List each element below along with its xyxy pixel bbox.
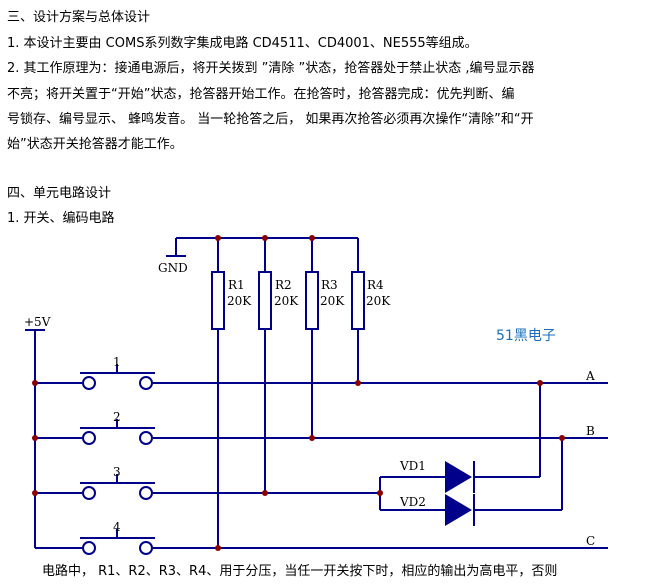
output-a-label: A bbox=[585, 369, 595, 383]
resistor-r1 bbox=[211, 271, 225, 330]
heading-section-3: 三、设计方案与总体设计 bbox=[7, 10, 151, 25]
paragraph-2-line-4: 始”状态开关抢答器才能工作。 bbox=[7, 137, 183, 152]
diode-vd2-label: VD2 bbox=[399, 495, 426, 509]
resistor-r4-value: 20K bbox=[366, 294, 391, 308]
resistor-r1-name: R1 bbox=[228, 278, 245, 292]
subheading-switch-encoder: 1. 开关、编码电路 bbox=[7, 211, 115, 226]
switch-1 bbox=[80, 364, 155, 390]
diode-vd1 bbox=[445, 461, 475, 493]
paragraph-2-line-1: 2. 其工作原理为：接通电源后，将开关拨到 ”清除 ”状态，抢答器处于禁止状态 … bbox=[7, 61, 535, 76]
switch-1-label: 1 bbox=[113, 355, 121, 369]
output-c-label: C bbox=[586, 534, 595, 548]
circuit-schematic: GND +5V R1 20K R2 20K R3 20K R4 20K 1 2 … bbox=[24, 235, 608, 555]
resistor-r2-name: R2 bbox=[275, 278, 292, 292]
resistor-r3-name: R3 bbox=[321, 278, 338, 292]
switch-4-label: 4 bbox=[113, 520, 121, 534]
resistor-r4-name: R4 bbox=[367, 278, 384, 292]
switch-4 bbox=[80, 529, 155, 555]
switch-3 bbox=[80, 474, 155, 500]
resistor-r2-value: 20K bbox=[274, 294, 299, 308]
watermark-text: 51黑电子 bbox=[496, 328, 556, 344]
paragraph-2-line-3: 号锁存、编号显示、 蜂鸣发音。 当一轮抢答之后， 如果再次抢答必须再次操作“清除… bbox=[7, 112, 534, 127]
switch-3-label: 3 bbox=[113, 465, 121, 479]
output-b-label: B bbox=[586, 424, 595, 438]
switch-2-label: 2 bbox=[113, 410, 121, 424]
switch-2 bbox=[80, 419, 155, 445]
resistor-r3-value: 20K bbox=[320, 294, 345, 308]
vcc-label: +5V bbox=[24, 315, 51, 329]
diode-vd2 bbox=[445, 494, 475, 526]
resistor-r2 bbox=[258, 271, 272, 330]
resistor-r1-value: 20K bbox=[227, 294, 252, 308]
resistor-r4 bbox=[351, 271, 365, 330]
circuit-caption: 电路中， R1、R2、R3、R4、用于分压，当任一开关按下时，相应的输出为高电平… bbox=[42, 564, 558, 579]
diode-vd1-label: VD1 bbox=[399, 459, 426, 473]
resistor-r3 bbox=[305, 271, 319, 330]
gnd-label: GND bbox=[158, 261, 188, 275]
paragraph-2-line-2: 不亮；将开关置于“开始”状态，抢答器开始工作。在抢答时，抢答器完成：优先判断、编 bbox=[7, 87, 515, 102]
paragraph-1: 1. 本设计主要由 COMS系列数字集成电路 CD4511、CD4001、NE5… bbox=[7, 36, 478, 51]
heading-section-4: 四、单元电路设计 bbox=[7, 186, 112, 201]
